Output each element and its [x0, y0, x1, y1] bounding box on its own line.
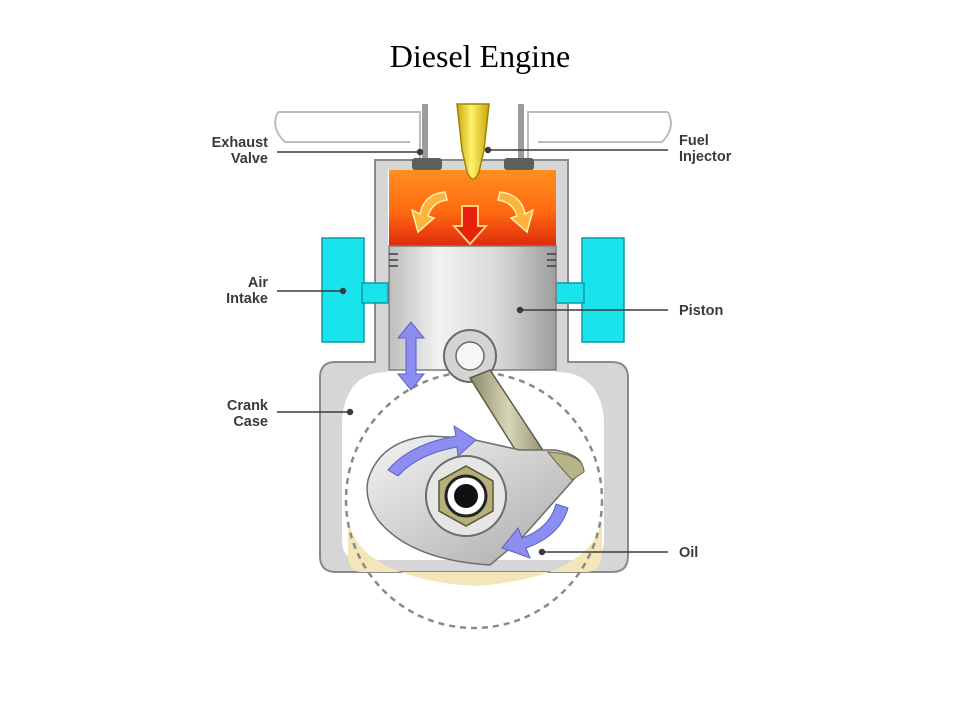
label-crank-case: Crank Case [227, 398, 269, 430]
air-intake-right [555, 237, 625, 343]
leader-lines [277, 146, 668, 556]
svg-text:Valve: Valve [231, 151, 268, 167]
diagram-title: Diesel Engine [389, 38, 571, 74]
label-air-intake: Air Intake [226, 275, 268, 307]
rotation-arrows [387, 424, 569, 559]
piston [388, 245, 557, 383]
svg-text:Exhaust: Exhaust [212, 135, 269, 151]
exhaust-valve [412, 104, 442, 170]
svg-text:Piston: Piston [679, 303, 723, 319]
svg-text:Air: Air [248, 275, 269, 291]
svg-text:Crank: Crank [227, 398, 269, 414]
intake-valve [504, 104, 534, 170]
svg-text:Injector: Injector [679, 149, 732, 165]
label-oil: Oil [679, 545, 698, 561]
crank-circle [344, 370, 604, 630]
combustion-arrows [410, 191, 535, 246]
piston-motion-arrow [396, 321, 426, 391]
svg-text:Oil: Oil [679, 545, 698, 561]
label-fuel-injector: Fuel Injector [679, 133, 732, 165]
svg-text:Case: Case [233, 414, 268, 430]
svg-text:Fuel: Fuel [679, 133, 709, 149]
label-piston: Piston [679, 303, 723, 319]
fuel-injector [456, 103, 490, 180]
svg-text:Intake: Intake [226, 291, 268, 307]
crankshaft-hub [425, 455, 507, 537]
oil-sump [348, 520, 602, 586]
label-exhaust-valve: Exhaust Valve [212, 135, 269, 167]
